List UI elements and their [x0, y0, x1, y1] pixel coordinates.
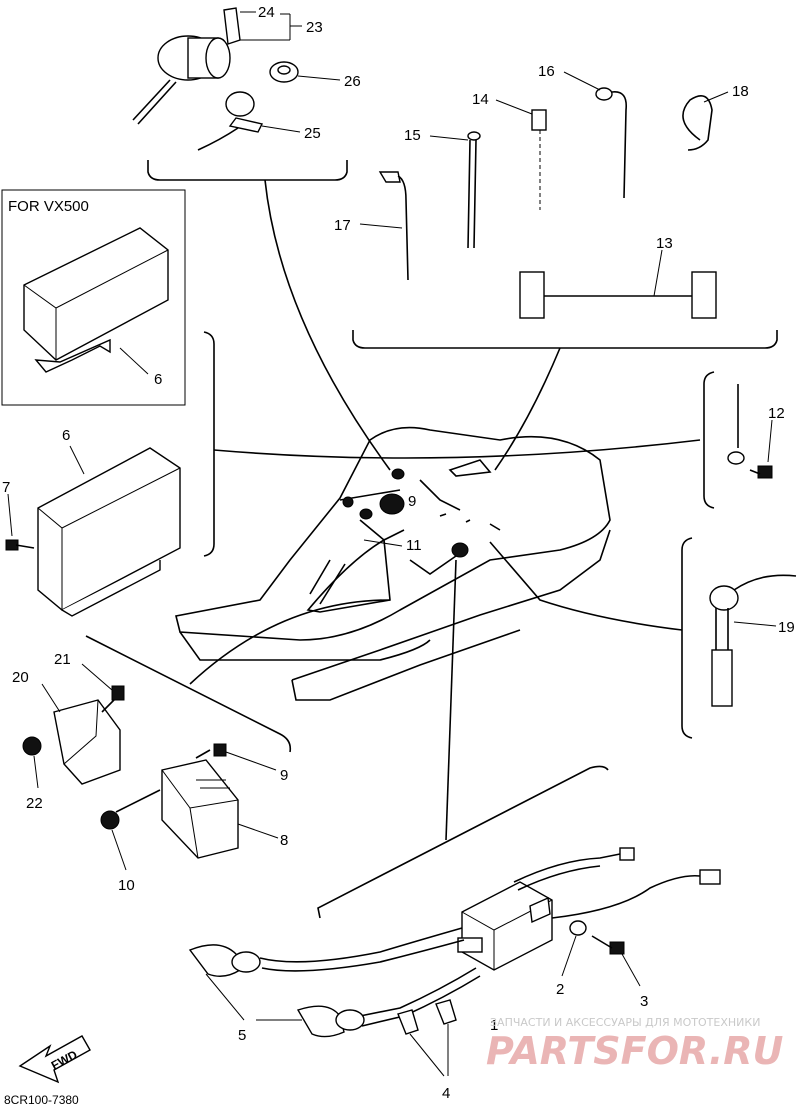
- cable-end-right: [691, 271, 717, 319]
- cdi-unit-group: 6 7: [2, 427, 181, 617]
- label-12: 12: [768, 405, 785, 422]
- label-9b: 9: [280, 767, 288, 784]
- regulator-part: [53, 699, 121, 785]
- sensor-19-group: 19: [709, 574, 797, 707]
- fwd-arrow: FWD: [18, 1035, 91, 1084]
- nut-part-22: [22, 736, 42, 756]
- diagram-code: 8CR100-7380: [4, 1093, 79, 1107]
- nut-part-10: [100, 810, 120, 830]
- label-13: 13: [656, 235, 673, 252]
- label-2: 2: [556, 981, 564, 998]
- engine-stop-switch-part: [225, 91, 255, 117]
- label-4: 4: [442, 1085, 450, 1102]
- label-20: 20: [12, 669, 29, 686]
- watermark-top: ЗАПЧАСТИ И АКСЕССУАРЫ ДЛЯ МОТОТЕХНИКИ: [490, 1016, 760, 1029]
- top-left-group: 24 23 26 25: [132, 4, 391, 471]
- label-9a: 9: [408, 493, 416, 510]
- label-16: 16: [538, 63, 555, 80]
- label-21: 21: [54, 651, 71, 668]
- label-8: 8: [280, 832, 288, 849]
- label-6b: 6: [62, 427, 70, 444]
- label-5: 5: [238, 1027, 246, 1044]
- label-23: 23: [306, 19, 323, 36]
- label-14: 14: [472, 91, 489, 108]
- label-17: 17: [334, 217, 351, 234]
- plug-cap-lower: [296, 1005, 345, 1038]
- top-right-group: 17 15 14 16 18 13: [334, 63, 778, 471]
- box-title: FOR VX500: [8, 198, 89, 215]
- label-7: 7: [2, 479, 10, 496]
- earth-lead-group: 12: [727, 384, 785, 479]
- label-10: 10: [118, 877, 135, 894]
- cdi-unit: [37, 447, 181, 611]
- ignition-coil-group: 5 4 2 3 1: [188, 847, 721, 1102]
- label-24: 24: [258, 4, 275, 21]
- coupler-part: [379, 493, 405, 515]
- label-3: 3: [640, 993, 648, 1010]
- label-26: 26: [344, 73, 361, 90]
- rectifier-group: 20 21 22 8 9 10: [12, 651, 288, 894]
- label-15: 15: [404, 127, 421, 144]
- label-22: 22: [26, 795, 43, 812]
- cable-end-left: [519, 271, 545, 319]
- for-vx500-box: FOR VX500 6: [1, 189, 186, 406]
- label-11: 11: [406, 537, 422, 554]
- ignitor-part: [161, 759, 239, 859]
- label-18: 18: [732, 83, 749, 100]
- label-25: 25: [304, 125, 321, 142]
- watermark-logo: PARTSFOR.RU: [486, 1029, 784, 1073]
- key-part: [223, 7, 241, 45]
- sensor-part: [709, 585, 739, 611]
- ignition-coil-part: [461, 881, 553, 971]
- label-19: 19: [778, 619, 795, 636]
- label-1: 1: [490, 1017, 498, 1034]
- label-6a: 6: [154, 371, 162, 388]
- cdi-unit-vx500: [23, 227, 169, 361]
- chassis: 11 9: [175, 426, 611, 701]
